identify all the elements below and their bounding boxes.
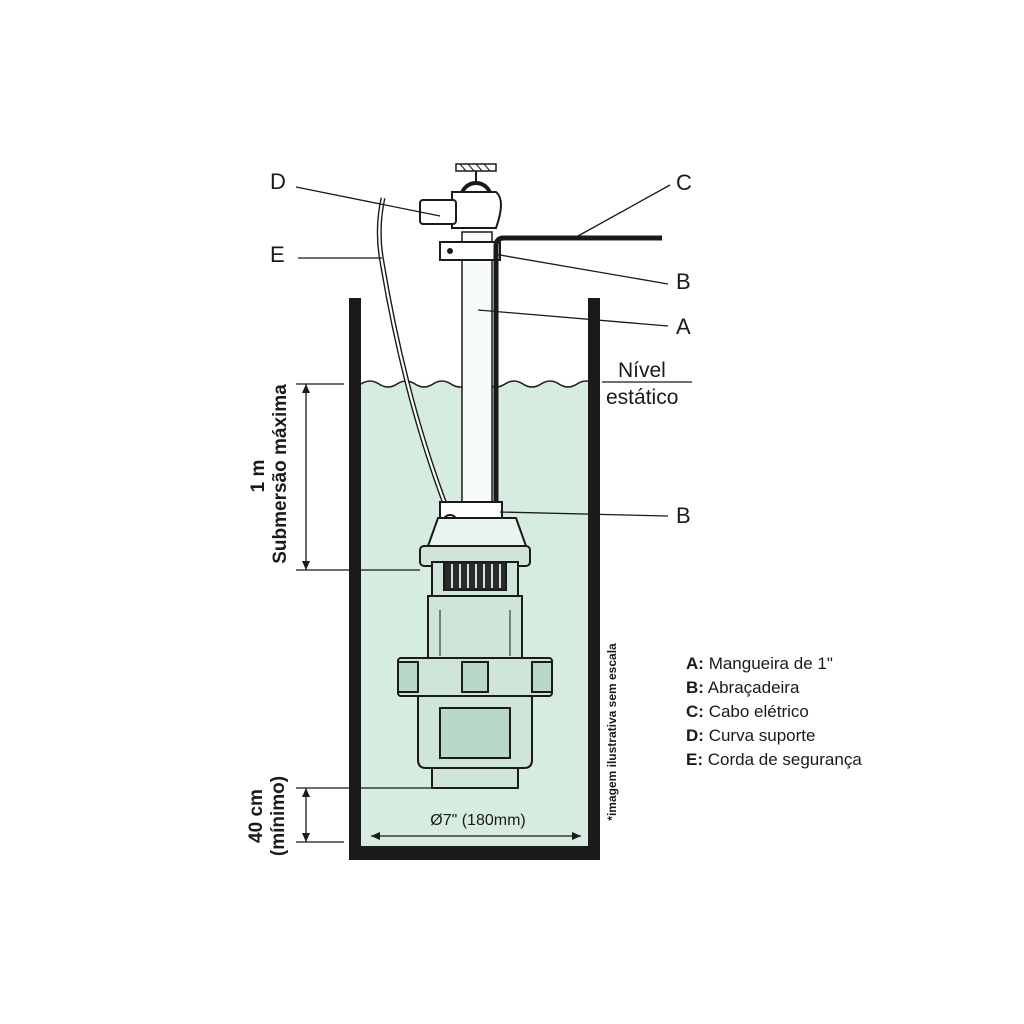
hose (461, 231, 493, 515)
callout-label-b-top: B (676, 269, 691, 294)
legend-key: D: (686, 726, 704, 745)
legend: A: Mangueira de 1" B: Abraçadeira C: Cab… (686, 652, 862, 772)
legend-key: C: (686, 702, 704, 721)
bottom-gap-label: (mínimo) (268, 776, 289, 856)
electric-cable (493, 235, 662, 512)
static-level-label-line2: estático (606, 386, 678, 409)
support-curve (419, 191, 502, 229)
top-clamp (439, 241, 501, 261)
legend-item-d: D: Curva suporte (686, 724, 862, 748)
legend-item-e: E: Corda de segurança (686, 748, 862, 772)
diameter-label: Ø7" (180mm) (430, 812, 525, 829)
legend-text: Mangueira de 1" (708, 654, 833, 673)
well-floor (349, 846, 600, 860)
legend-item-c: C: Cabo elétrico (686, 700, 862, 724)
pump (397, 517, 553, 789)
callout-label-d: D (270, 169, 286, 194)
legend-item-a: A: Mangueira de 1" (686, 652, 862, 676)
legend-key: E: (686, 750, 703, 769)
well-wall-left (349, 298, 361, 860)
static-level-label-line1: Nível (618, 359, 666, 382)
legend-text: Abraçadeira (707, 678, 800, 697)
legend-text: Curva suporte (708, 726, 816, 745)
callout-label-b-bottom: B (676, 503, 691, 528)
callout-label-a: A (676, 314, 691, 339)
legend-key: B: (686, 678, 704, 697)
legend-text: Corda de segurança (707, 750, 862, 769)
illustrative-note: *imagem ilustrativa sem escala (605, 643, 619, 821)
legend-item-b: B: Abraçadeira (686, 676, 862, 700)
bottom-gap-value: 40 cm (246, 789, 267, 843)
dimension-arrows (302, 384, 581, 842)
callout-leaders (295, 184, 671, 517)
well-wall-right (588, 298, 600, 860)
submersion-value: 1 m (248, 460, 269, 493)
legend-key: A: (686, 654, 704, 673)
callout-label-e: E (270, 242, 285, 267)
dimension-lines (296, 383, 581, 843)
legend-text: Cabo elétrico (708, 702, 809, 721)
callout-label-c: C (676, 170, 692, 195)
submersion-label: Submersão máxima (270, 384, 291, 564)
